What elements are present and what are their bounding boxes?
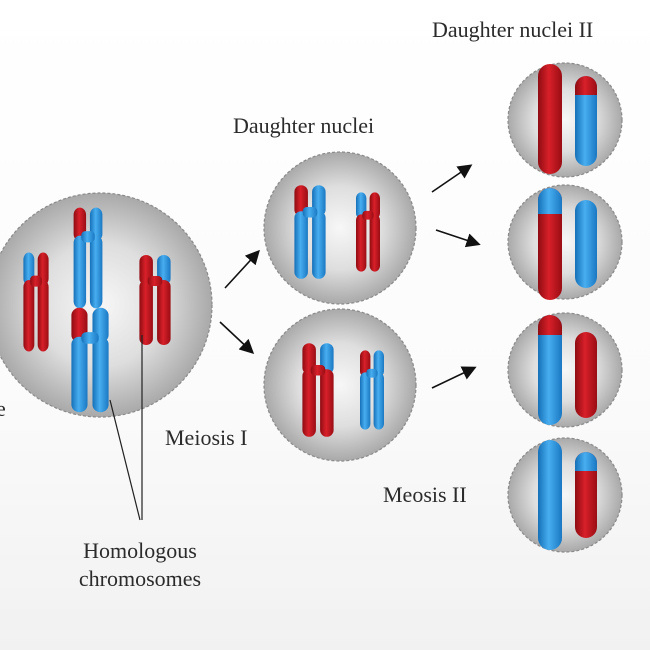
chromosome-bottom-blue [71, 307, 109, 413]
arrows-meiosis-ii [431, 164, 481, 389]
daughter-nucleus-bottom [263, 308, 417, 462]
parent-nucleus-membrane [0, 192, 213, 418]
label-homologous-chromosomes: Homologous chromosomes [42, 537, 238, 592]
arrow-to-top-daughter [224, 249, 260, 289]
arrow-to-dn2-3 [431, 366, 477, 389]
daughter-nucleus-top [263, 151, 417, 305]
label-daughter-nuclei-ii: Daughter nuclei II [432, 17, 594, 42]
arrows-meiosis-i [219, 249, 260, 354]
chromosome-right-red [139, 255, 171, 345]
label-cut-left: e [0, 396, 6, 421]
chromosome-small-red [23, 252, 49, 352]
arrow-to-dn2-1 [431, 164, 473, 193]
arrow-to-bottom-daughter [219, 321, 255, 354]
chromosome-top-blue [73, 207, 103, 309]
label-homologous-line1: Homologous [83, 538, 197, 563]
arrow-to-dn2-2 [435, 229, 481, 248]
daughter-nucleus-ii-2 [507, 184, 623, 300]
parent-nucleus [0, 192, 213, 418]
label-homologous-line2: chromosomes [78, 565, 202, 591]
daughter-nucleus-ii-1 [507, 62, 623, 178]
daughter-nucleus-ii-3 [507, 312, 623, 428]
homologous-pointer-lines [109, 335, 143, 521]
label-daughter-nuclei: Daughter nuclei [233, 113, 375, 138]
label-meiosis-ii: Meosis II [383, 482, 467, 507]
daughter-nucleus-ii-4 [507, 437, 623, 553]
label-meiosis-i: Meiosis I [165, 425, 248, 450]
